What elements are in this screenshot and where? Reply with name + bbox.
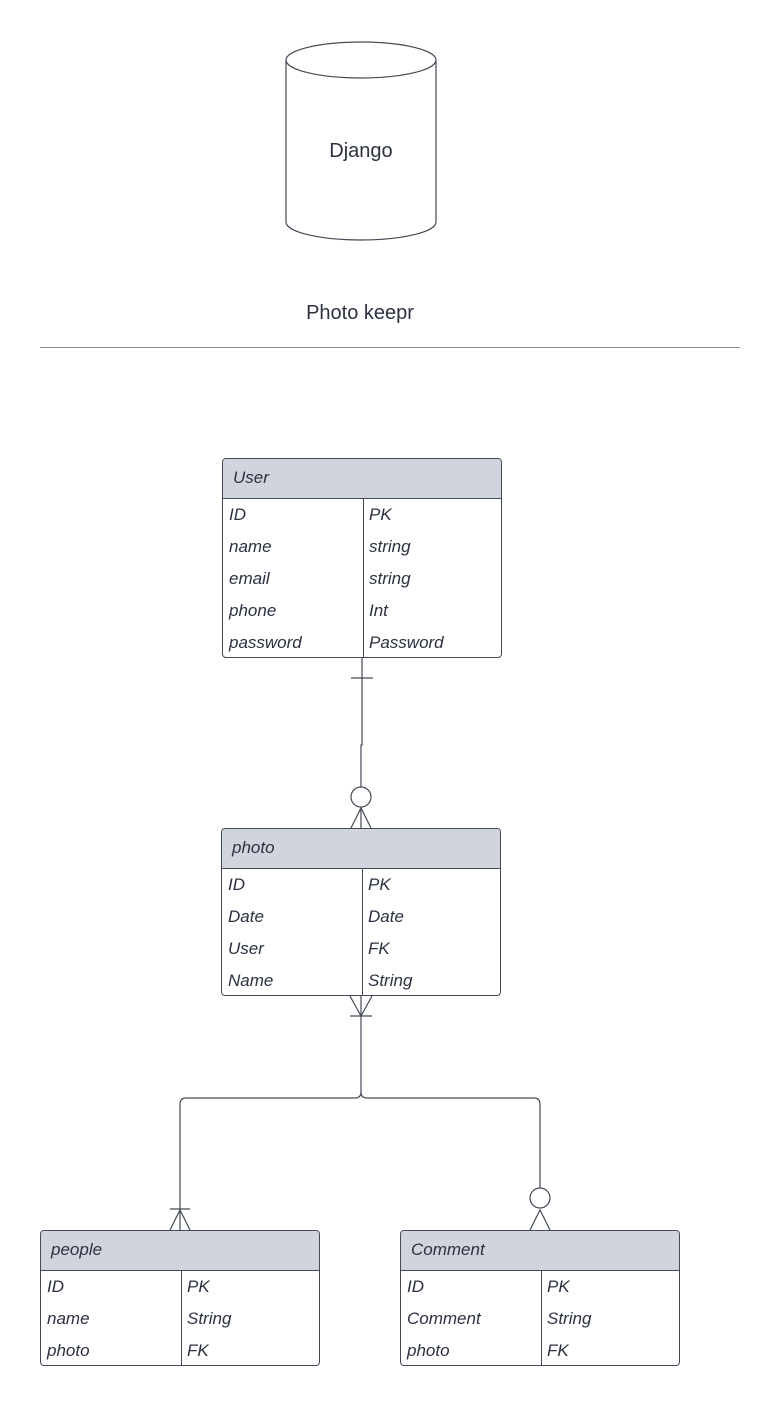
table-row[interactable]: photo FK xyxy=(401,1335,679,1365)
entity-title: Comment xyxy=(401,1231,679,1271)
many-crowfoot xyxy=(350,806,372,829)
many-crowfoot xyxy=(529,1208,551,1231)
field-type: FK xyxy=(187,1341,209,1360)
field-type: PK xyxy=(369,505,392,524)
field-name: password xyxy=(229,633,302,652)
field-name: photo xyxy=(407,1341,450,1360)
table-row[interactable]: name String xyxy=(41,1303,319,1335)
entity-photo[interactable]: photo ID PK Date Date User FK Name String xyxy=(221,828,501,996)
field-name: phone xyxy=(229,601,277,620)
field-name: ID xyxy=(228,875,245,894)
field-type: PK xyxy=(547,1277,570,1296)
table-row[interactable]: photo FK xyxy=(41,1335,319,1365)
field-name: Date xyxy=(228,907,264,926)
photo-people-relationship-line[interactable] xyxy=(179,1091,362,1230)
field-type: string xyxy=(369,537,411,556)
zero-marker xyxy=(529,1187,551,1209)
table-row[interactable]: ID PK xyxy=(223,499,501,531)
field-name: ID xyxy=(407,1277,424,1296)
field-type: String xyxy=(547,1309,592,1328)
photo-comment-relationship-line[interactable] xyxy=(360,1091,541,1188)
field-type: String xyxy=(368,971,413,990)
field-name: name xyxy=(47,1309,90,1328)
field-type: FK xyxy=(547,1341,569,1360)
entity-title: photo xyxy=(222,829,500,869)
cylinder-label: Django xyxy=(329,140,393,162)
table-row[interactable]: ID PK xyxy=(401,1271,679,1303)
entity-title: people xyxy=(41,1231,319,1271)
django-cylinder[interactable] xyxy=(285,41,437,241)
field-name: ID xyxy=(47,1277,64,1296)
field-type: String xyxy=(187,1309,232,1328)
table-row[interactable]: email string xyxy=(223,563,501,595)
field-type: Date xyxy=(368,907,404,926)
zero-marker xyxy=(350,786,372,808)
many-crowfoot xyxy=(169,1208,191,1231)
field-name: photo xyxy=(47,1341,90,1360)
field-type: PK xyxy=(368,875,391,894)
table-row[interactable]: Comment String xyxy=(401,1303,679,1335)
table-row[interactable]: Name String xyxy=(222,965,500,995)
field-type: PK xyxy=(187,1277,210,1296)
table-row[interactable]: Date Date xyxy=(222,901,500,933)
diagram-subtitle: Photo keepr xyxy=(306,302,414,324)
table-row[interactable]: ID PK xyxy=(222,869,500,901)
table-row[interactable]: password Password xyxy=(223,627,501,657)
field-name: email xyxy=(229,569,270,588)
entity-title: User xyxy=(223,459,501,499)
field-name: User xyxy=(228,939,264,958)
table-row[interactable]: ID PK xyxy=(41,1271,319,1303)
field-type: FK xyxy=(368,939,390,958)
field-type: string xyxy=(369,569,411,588)
entity-user[interactable]: User ID PK name string email string phone In… xyxy=(222,458,502,658)
table-row[interactable]: User FK xyxy=(222,933,500,965)
field-type: Password xyxy=(369,633,444,652)
table-row[interactable]: phone Int xyxy=(223,595,501,627)
field-type: Int xyxy=(369,601,388,620)
entity-people[interactable]: people ID PK name String photo FK xyxy=(40,1230,320,1366)
table-row[interactable]: name string xyxy=(223,531,501,563)
field-name: Comment xyxy=(407,1309,481,1328)
field-name: Name xyxy=(228,971,274,990)
field-name: ID xyxy=(229,505,246,524)
divider-line xyxy=(40,347,740,348)
field-name: name xyxy=(229,537,272,556)
